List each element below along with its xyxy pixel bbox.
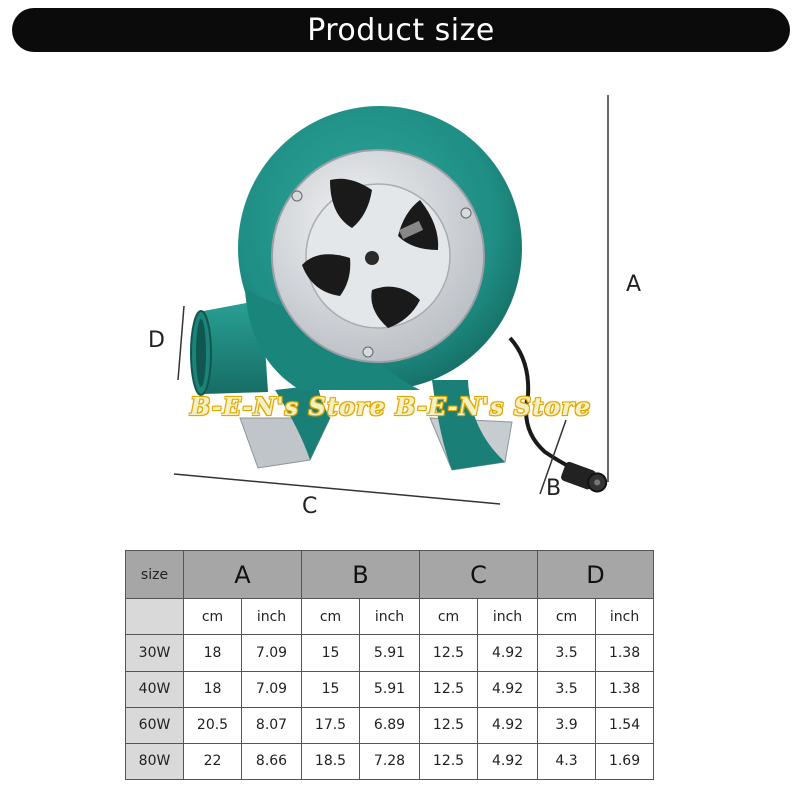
unit-cell: cm	[301, 598, 361, 636]
table-cell: 4.92	[477, 634, 539, 672]
table-cell: 15	[301, 634, 361, 672]
power-cable	[508, 336, 573, 470]
dimension-line-d	[177, 305, 185, 381]
unit-cell: inch	[595, 598, 655, 636]
fan-blade	[302, 254, 351, 296]
table-cell: 22	[183, 742, 242, 781]
unit-cell: inch	[240, 598, 303, 636]
table-cell: 7.09	[240, 634, 303, 672]
unit-cell: cm	[537, 598, 597, 636]
dimension-label-c: C	[302, 494, 318, 519]
blower-illustration	[173, 95, 609, 505]
table-cell: 1.38	[595, 634, 655, 672]
table-cell: 18	[183, 634, 242, 672]
table-corner-cell: size	[125, 549, 184, 600]
table-cell: 17.5	[301, 706, 361, 744]
table-cell: 3.5	[537, 634, 597, 672]
row-label: 40W	[125, 670, 184, 708]
table-dimension-c: C	[419, 549, 539, 600]
table-cell: 15	[301, 670, 361, 708]
table-cell: 20.5	[183, 706, 242, 744]
fan-blade	[371, 286, 420, 328]
screw	[291, 190, 303, 202]
table-cell: 12.5	[419, 706, 479, 744]
table-cell: 7.28	[359, 742, 421, 781]
table-cell: 8.66	[240, 742, 303, 781]
size-table: size A B C D cm inch cm inch cm inch cm …	[125, 549, 655, 781]
fan-hub	[365, 251, 379, 265]
title-banner: Product size	[12, 8, 790, 52]
table-cell: 12.5	[419, 670, 479, 708]
table-cell: 6.89	[359, 706, 421, 744]
unit-cell: inch	[477, 598, 539, 636]
table-cell: 3.9	[537, 706, 597, 744]
table-unit-row: cm inch cm inch cm inch cm inch	[125, 598, 655, 636]
table-dimension-d: D	[537, 549, 655, 600]
table-row: 40W 18 7.09 15 5.91 12.5 4.92 3.5 1.38	[125, 670, 655, 708]
unit-row-blank	[125, 598, 184, 636]
table-cell: 4.92	[477, 706, 539, 744]
base-leg-right	[432, 380, 505, 470]
screw	[362, 346, 374, 358]
dc-plug	[561, 461, 608, 493]
table-cell: 4.92	[477, 742, 539, 781]
row-label: 60W	[125, 706, 184, 744]
table-cell: 4.92	[477, 670, 539, 708]
row-label: 80W	[125, 742, 184, 781]
table-cell: 1.54	[595, 706, 655, 744]
table-cell: 7.09	[240, 670, 303, 708]
table-cell: 1.69	[595, 742, 655, 781]
table-row: 30W 18 7.09 15 5.91 12.5 4.92 3.5 1.38	[125, 634, 655, 672]
dimension-label-a: A	[626, 272, 642, 297]
table-cell: 12.5	[419, 634, 479, 672]
store-watermark: B-E-N's Store B-E-N's Store	[190, 392, 592, 421]
row-label: 30W	[125, 634, 184, 672]
dimension-line-c	[173, 473, 501, 505]
dimension-line-b	[539, 419, 567, 495]
unit-cell: cm	[183, 598, 242, 636]
table-cell: 5.91	[359, 634, 421, 672]
outlet-tube	[198, 300, 268, 394]
base-leg-left	[275, 385, 330, 460]
table-cell: 8.07	[240, 706, 303, 744]
table-dimension-a: A	[182, 549, 303, 600]
unit-cell: inch	[359, 598, 421, 636]
table-cell: 1.38	[595, 670, 655, 708]
dimension-label-d: D	[148, 328, 165, 353]
table-cell: 12.5	[419, 742, 479, 781]
table-cell: 5.91	[359, 670, 421, 708]
table-header-row: size A B C D	[125, 549, 655, 600]
screw	[460, 207, 472, 219]
table-row: 80W 22 8.66 18.5 7.28 12.5 4.92 4.3 1.69	[125, 742, 655, 781]
table-cell: 4.3	[537, 742, 597, 781]
table-cell: 18.5	[301, 742, 361, 781]
table-row: 60W 20.5 8.07 17.5 6.89 12.5 4.92 3.9 1.…	[125, 706, 655, 744]
table-dimension-b: B	[301, 549, 421, 600]
dimension-label-b: B	[546, 476, 562, 501]
table-cell: 3.5	[537, 670, 597, 708]
table-cell: 18	[183, 670, 242, 708]
fan-blade	[330, 178, 372, 228]
banner-title: Product size	[307, 12, 495, 48]
unit-cell: cm	[419, 598, 479, 636]
